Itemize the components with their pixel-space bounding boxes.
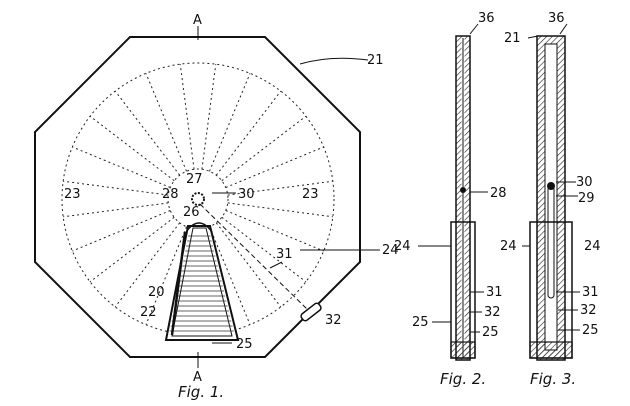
base-foot [450, 341, 476, 359]
fig-2-caption: Fig. 2. [440, 370, 486, 388]
ref-26: 26 [183, 205, 200, 220]
ref-21: 21 [504, 31, 521, 46]
ref-22: 22 [140, 305, 157, 320]
radial-spoke [114, 90, 181, 176]
base-foot [529, 341, 573, 359]
radial-spoke [89, 216, 175, 283]
ref-30: 30 [238, 187, 255, 202]
radial-spoke [63, 202, 169, 218]
ref-24-right: 24 [584, 239, 601, 254]
ref-23-right: 23 [302, 187, 319, 202]
figure-2: 36 28 24 31 32 25 25 Fig. 2. [394, 11, 507, 388]
radial-spoke [179, 64, 195, 170]
ref-29: 29 [578, 191, 595, 206]
clip [300, 302, 322, 322]
ref-28: 28 [490, 186, 507, 201]
ref-36: 36 [548, 11, 565, 26]
radial-spoke [225, 146, 324, 188]
radial-spoke [221, 216, 307, 283]
ref-31: 31 [276, 247, 293, 262]
ref-24: 24 [394, 239, 411, 254]
pointer-tip [185, 222, 213, 233]
hub-section [460, 187, 466, 193]
ref-30: 30 [576, 175, 593, 190]
ref-21: 21 [367, 53, 384, 68]
octagonal-board-outline [34, 36, 361, 358]
radial-spoke [145, 73, 187, 172]
ref-27: 27 [186, 172, 203, 187]
radial-spoke [72, 146, 171, 188]
inner-dotted-circle [167, 168, 229, 230]
radial-spoke [227, 202, 333, 218]
radial-spoke [225, 210, 324, 252]
radial-spoke [72, 210, 171, 252]
ref-25-left: 25 [412, 315, 429, 330]
radial-spoke [215, 90, 282, 176]
radial-spoke [209, 73, 251, 172]
radial-spoke [201, 64, 217, 170]
radial-spoke [221, 115, 307, 182]
ref-36: 36 [478, 11, 495, 26]
fig-1-caption: Fig. 1. [178, 383, 224, 401]
radial-spoke [89, 115, 175, 182]
pointer-sector [164, 225, 240, 341]
hub-section [547, 182, 555, 190]
section-marker-bottom: A [193, 370, 202, 385]
ref-31: 31 [582, 285, 599, 300]
ref-24: 24 [382, 243, 399, 258]
ref-23-left: 23 [64, 187, 81, 202]
center-hub [191, 192, 205, 206]
ref-31: 31 [486, 285, 503, 300]
figure-1: A A 21 23 23 27 28 26 30 24 31 20 22 32 … [34, 13, 399, 401]
outer-dotted-circle [61, 62, 335, 336]
ref-32: 32 [580, 303, 597, 318]
figure-3: 36 21 30 29 24 24 31 32 25 Fig. 3. [500, 11, 601, 388]
ref-32: 32 [325, 313, 342, 328]
ref-28: 28 [162, 187, 179, 202]
ref-32: 32 [484, 305, 501, 320]
cord [199, 203, 311, 313]
ref-25: 25 [582, 323, 599, 338]
ref-20: 20 [148, 285, 165, 300]
ref-25: 25 [236, 337, 253, 352]
section-marker-top: A [193, 13, 202, 28]
ref-25-right: 25 [482, 325, 499, 340]
ref-24-left: 24 [500, 239, 517, 254]
fig-3-caption: Fig. 3. [530, 370, 576, 388]
pointer-slot [547, 185, 555, 299]
